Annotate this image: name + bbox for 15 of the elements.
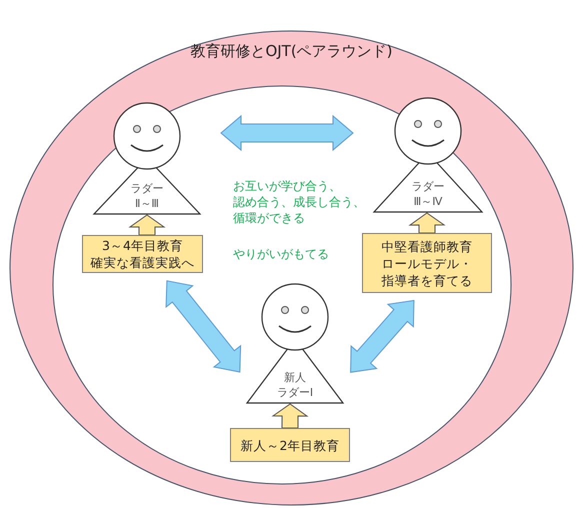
education-box: 3～4年目教育確実な看護実践へ <box>82 235 203 273</box>
note-text: やりがいがもてる <box>233 246 329 262</box>
block-arrow <box>350 300 414 373</box>
ladder-label: ラダーⅡ～Ⅲ <box>130 181 164 211</box>
note-text: お互いが学び合う、認め合う、成長し合う、循環ができる <box>233 178 365 226</box>
block-arrow <box>166 280 242 373</box>
education-box: 新人～2年目教育 <box>230 428 350 462</box>
title: 教育研修とOJT(ペアラウンド) <box>189 42 394 61</box>
block-arrow <box>272 403 309 428</box>
block-arrow <box>220 114 354 152</box>
block-arrow <box>128 214 166 236</box>
block-arrow <box>408 212 446 234</box>
ladder-label: 新人ラダーⅠ <box>276 370 314 400</box>
education-box: 中堅看護師教育ロールモデル・指導者を育てる <box>362 233 492 293</box>
ladder-label: ラダーⅢ～Ⅳ <box>410 179 446 209</box>
